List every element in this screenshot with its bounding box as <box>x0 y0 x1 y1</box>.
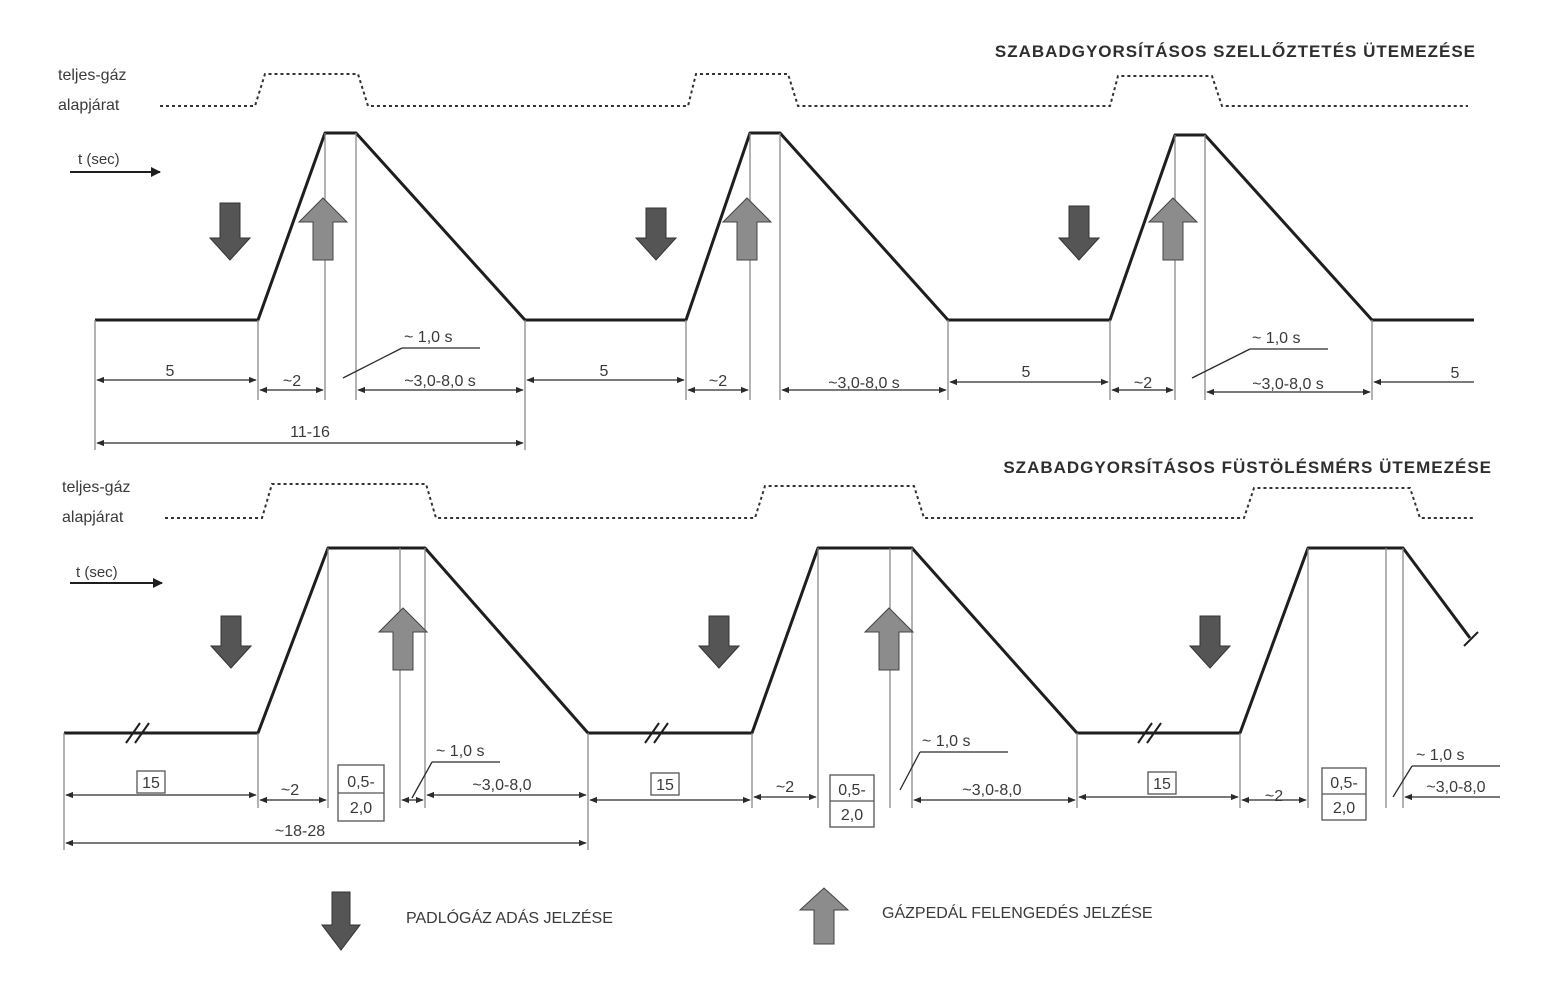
legend-release-arrow-icon <box>798 887 850 945</box>
bottom-dim-measure-bottom: 2,0 <box>841 807 863 824</box>
top-throttle-trace <box>160 73 1468 107</box>
top-dim-fall: ~3,0-8,0 s <box>828 375 900 392</box>
top-schedule: SZABADGYORSÍTÁSOS SZELLŐZTETÉS ÜTEMEZÉSE… <box>58 42 1476 450</box>
press-arrow-icon <box>697 615 741 669</box>
bottom-time-axis-label: t (sec) <box>76 564 118 581</box>
top-guide-lines <box>94 133 1373 450</box>
bottom-speed-curve <box>64 546 1472 735</box>
legend-press-arrow-icon <box>320 891 362 951</box>
legend-release-label: GÁZPEDÁL FELENGEDÉS JELZÉSE <box>882 903 1153 922</box>
top-title: SZABADGYORSÍTÁSOS SZELLŐZTETÉS ÜTEMEZÉSE <box>995 42 1476 61</box>
bottom-idle-label: alapjárat <box>62 509 124 526</box>
top-dim-wait: 5 <box>1022 364 1031 381</box>
bottom-dim-fall: ~3,0-8,0 <box>962 782 1021 799</box>
release-arrow-icon <box>721 197 773 261</box>
press-arrow-icon <box>209 615 253 669</box>
top-dim-rise: ~2 <box>1134 375 1152 392</box>
press-arrow-icon <box>208 202 252 261</box>
top-dim-rise: ~2 <box>709 373 727 390</box>
bottom-dim-rise: ~2 <box>1265 788 1283 805</box>
bottom-dim-wait: 15 <box>656 777 674 794</box>
top-dim-hold: ~ 1,0 s <box>404 329 452 346</box>
bottom-dim-hold: ~ 1,0 s <box>1416 747 1464 764</box>
bottom-dim-rise: ~2 <box>776 779 794 796</box>
top-speed-curve <box>95 131 1474 322</box>
bottom-box-dividers <box>338 792 1366 802</box>
top-dim-rise: ~2 <box>283 373 301 390</box>
press-arrow-icon <box>1188 615 1232 669</box>
release-arrow-icon <box>297 197 349 261</box>
release-arrow-icon <box>863 607 915 671</box>
bottom-dim-fall: ~3,0-8,0 <box>472 777 531 794</box>
top-full-throttle-label: teljes-gáz <box>58 67 126 84</box>
bottom-dim-fall: ~3,0-8,0 <box>1426 779 1485 796</box>
bottom-dim-measure-top: 0,5- <box>838 782 866 799</box>
top-dim-wait: 5 <box>166 363 175 380</box>
bottom-title: SZABADGYORSÍTÁSOS FÜSTÖLÉSMÉRS ÜTEMEZÉSE <box>1003 458 1492 477</box>
bottom-dim-measure-top: 0,5- <box>1330 775 1358 792</box>
bottom-schedule: SZABADGYORSÍTÁSOS FÜSTÖLÉSMÉRS ÜTEMEZÉSE… <box>62 458 1500 850</box>
bottom-dimension-lines <box>65 751 1500 847</box>
press-arrow-icon <box>634 207 678 261</box>
bottom-full-throttle-label: teljes-gáz <box>62 479 130 496</box>
bottom-dim-wait: 15 <box>1153 776 1171 793</box>
top-idle-label: alapjárat <box>58 97 120 114</box>
bottom-dim-hold: ~ 1,0 s <box>436 743 484 760</box>
bottom-dim-wait: 15 <box>142 775 160 792</box>
press-arrow-icon <box>1057 205 1101 261</box>
bottom-dim-rise: ~2 <box>281 782 299 799</box>
bottom-dim-measure-bottom: 2,0 <box>350 800 372 817</box>
break-marks <box>125 722 1162 744</box>
top-dim-total: 11-16 <box>290 424 330 441</box>
bottom-guide-lines <box>63 548 1404 850</box>
bottom-dim-measure-bottom: 2,0 <box>1333 800 1355 817</box>
top-dim-fall: ~3,0-8,0 s <box>404 373 476 390</box>
bottom-curve-end-tick <box>1463 631 1479 647</box>
legend-press-label: PADLÓGÁZ ADÁS JELZÉSE <box>406 908 613 927</box>
top-time-axis-label: t (sec) <box>78 151 120 168</box>
release-arrow-icon <box>1147 197 1199 261</box>
release-arrow-icon <box>377 607 429 671</box>
top-dim-wait: 5 <box>600 363 609 380</box>
top-dimension-lines <box>96 347 1474 447</box>
top-dim-fall: ~3,0-8,0 s <box>1252 376 1324 393</box>
bottom-dim-measure-top: 0,5- <box>347 774 375 791</box>
bottom-dim-total: ~18-28 <box>275 823 325 840</box>
bottom-throttle-trace <box>165 483 1474 519</box>
top-dim-hold: ~ 1,0 s <box>1252 330 1300 347</box>
bottom-dim-hold: ~ 1,0 s <box>922 733 970 750</box>
legend: PADLÓGÁZ ADÁS JELZÉSE GÁZPEDÁL FELENGEDÉ… <box>320 887 1153 951</box>
top-dim-wait: 5 <box>1451 365 1460 382</box>
